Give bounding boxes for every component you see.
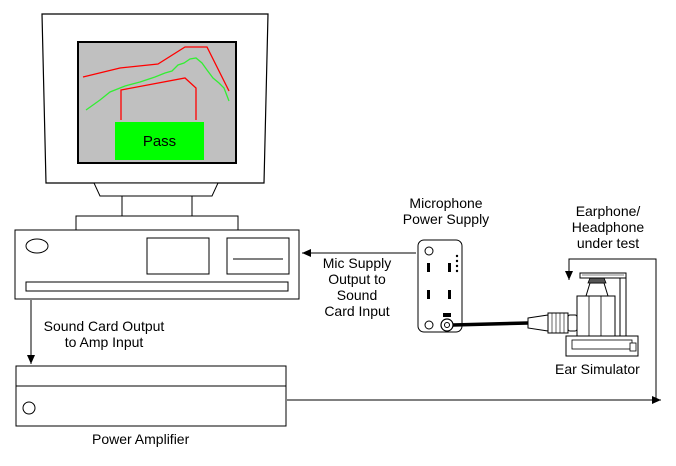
earphone-pointer-arrow: [565, 258, 657, 400]
label-sound-card-output: Sound Card Output to Amp Input: [30, 318, 178, 350]
label-mic-power-supply: Microphone Power Supply: [388, 195, 504, 227]
screen-plot: Pass: [82, 46, 230, 160]
label-line: Power Supply: [402, 211, 490, 227]
monitor-neck: [93, 182, 219, 197]
ear-simulator: [565, 272, 639, 357]
lower-limit-line: [120, 77, 197, 120]
label-line: under test: [576, 235, 640, 251]
label-line: Output to: [328, 271, 386, 287]
amp-knob: [22, 401, 36, 415]
connections: [27, 249, 661, 404]
computer: [14, 229, 300, 300]
label-line: to Amp Input: [64, 334, 144, 350]
label-mic-supply-output: Mic Supply Output to Sound Card Input: [305, 255, 409, 319]
computer-slot: [25, 281, 289, 292]
label-line: Headphone: [571, 219, 645, 235]
monitor-stand: [121, 195, 193, 217]
label-line: Mic Supply: [322, 255, 392, 271]
mic-power-supply: [417, 239, 463, 333]
drive-bay-1: [146, 237, 210, 275]
monitor-base: [75, 215, 239, 231]
measured-response-line: [85, 57, 230, 111]
label-line: Microphone: [409, 195, 483, 211]
label-ear-simulator: Ear Simulator: [555, 361, 640, 377]
mic-cable: [452, 312, 578, 334]
label-line: Sound Card Output: [43, 318, 165, 334]
label-earphone-under-test: Earphone/ Headphone under test: [560, 203, 656, 251]
pass-text: Pass: [143, 133, 176, 150]
label-line: Card Input: [324, 303, 390, 319]
pass-indicator: [115, 122, 204, 160]
label-line: Sound: [336, 287, 378, 303]
power-button: [25, 238, 49, 254]
drive-bay-2: [226, 237, 290, 275]
label-line: Earphone/: [575, 203, 641, 219]
label-power-amplifier: Power Amplifier: [92, 431, 190, 447]
upper-limit-line: [82, 46, 230, 92]
power-amplifier: [15, 365, 287, 427]
